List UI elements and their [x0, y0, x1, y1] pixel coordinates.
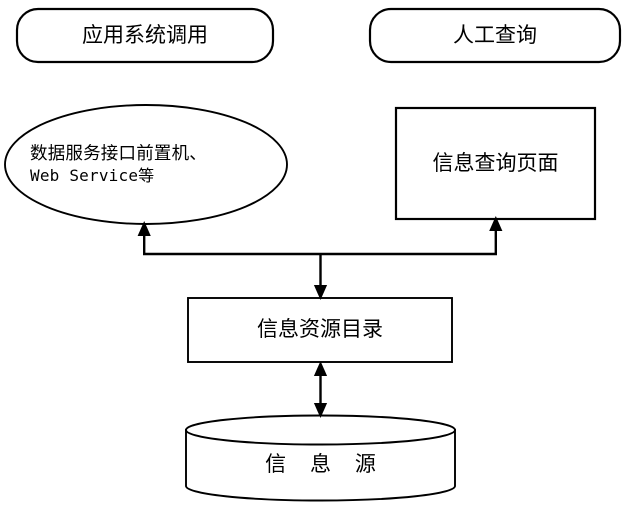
node-app-system-call-shape[interactable] — [15, 7, 275, 64]
arrowhead-up-to-interface — [137, 221, 151, 236]
arrowhead-up-to-catalog — [313, 361, 328, 376]
node-info-query-page-shape[interactable] — [394, 106, 597, 221]
arrowhead-down-to-source — [313, 403, 328, 418]
connector-catalog-source-group — [313, 361, 328, 418]
node-info-source-top[interactable] — [185, 414, 456, 446]
node-info-source-body[interactable] — [185, 429, 456, 502]
node-info-resource-catalog-shape[interactable] — [187, 297, 453, 363]
connector-bus-group — [137, 216, 503, 300]
arrowhead-down-to-catalog — [313, 285, 328, 300]
node-manual-query-shape[interactable] — [368, 7, 622, 64]
arrowhead-up-to-query-page — [489, 216, 503, 231]
node-data-service-interface-shape[interactable] — [4, 104, 288, 225]
